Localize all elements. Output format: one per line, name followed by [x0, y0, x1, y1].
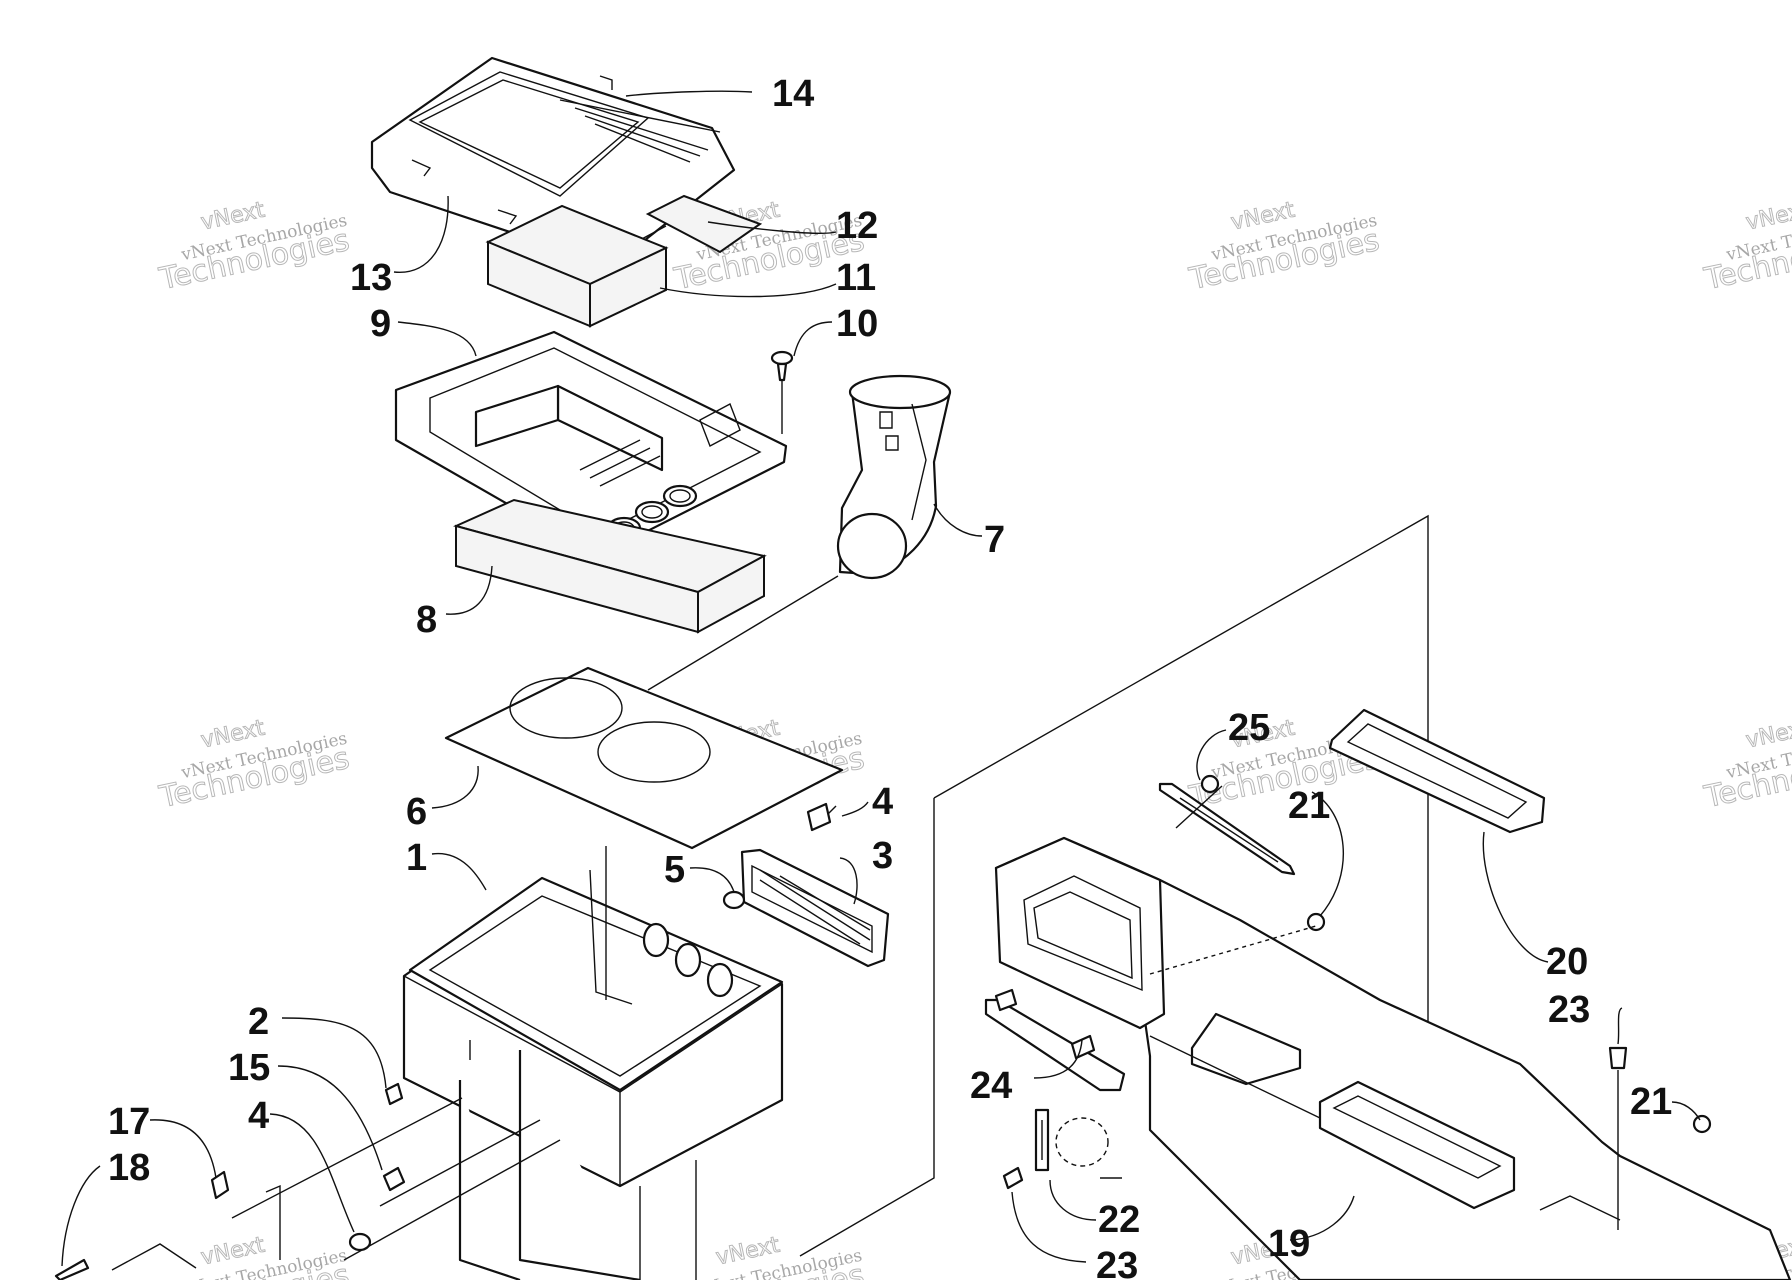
- callout-label: 23: [1548, 989, 1590, 1031]
- part-nuts: [1002, 774, 1712, 1230]
- callout-label: 9: [370, 303, 391, 345]
- callout-label: 21: [1630, 1081, 1672, 1123]
- callout-label: 14: [772, 73, 814, 115]
- part-lid: [370, 56, 736, 268]
- part-foam-8: [453, 498, 767, 634]
- part-screw-10: [770, 350, 794, 434]
- callout-label: 19: [1268, 1223, 1310, 1265]
- part-clip-22: [1034, 1108, 1109, 1172]
- watermark-text: vNext: [1744, 716, 1792, 754]
- part-hardware-left: [54, 1040, 561, 1280]
- callout-label: 6: [406, 791, 427, 833]
- leader-lines: [61, 90, 1701, 1267]
- callout-label: 23: [1096, 1245, 1138, 1280]
- callout-label: 10: [836, 303, 878, 345]
- part-foam-11: [485, 204, 669, 328]
- part-boot-7: [836, 374, 952, 580]
- callout-label: 11: [836, 257, 876, 299]
- callout-label: 3: [872, 835, 893, 877]
- watermark-text: vNext: [1744, 198, 1792, 236]
- part-bolt-4a: [806, 802, 837, 832]
- callout-label: 22: [1098, 1199, 1140, 1241]
- callout-label: 4: [248, 1095, 269, 1137]
- callout-label: 13: [350, 257, 392, 299]
- assembly-outline: [605, 514, 1429, 1257]
- part-plate-6: [444, 666, 844, 850]
- callout-label: 20: [1546, 941, 1588, 983]
- callout-label: 15: [228, 1047, 270, 1089]
- part-gasket-3: [740, 848, 890, 968]
- callout-label: 8: [416, 599, 437, 641]
- callout-label: 21: [1288, 785, 1330, 827]
- part-bracket-24: [984, 988, 1126, 1092]
- part-grommet-5: [722, 890, 746, 910]
- callout-label: 12: [836, 205, 878, 247]
- part-tray-9: [394, 330, 788, 558]
- callout-label: 5: [664, 849, 685, 891]
- callout-label: 7: [984, 519, 1005, 561]
- callout-label: 1: [406, 837, 427, 879]
- callout-label: 2: [248, 1001, 269, 1043]
- part-airbox-1: [402, 869, 784, 1280]
- callout-label: 4: [872, 781, 893, 823]
- callout-label: 24: [970, 1065, 1012, 1107]
- part-gasket-20: [1328, 708, 1546, 834]
- callout-label: 17: [108, 1101, 150, 1143]
- part-foam-12: [645, 194, 763, 254]
- callout-label: 18: [108, 1147, 150, 1189]
- callout-label: 25: [1228, 707, 1270, 749]
- part-duct-19: [994, 836, 1792, 1280]
